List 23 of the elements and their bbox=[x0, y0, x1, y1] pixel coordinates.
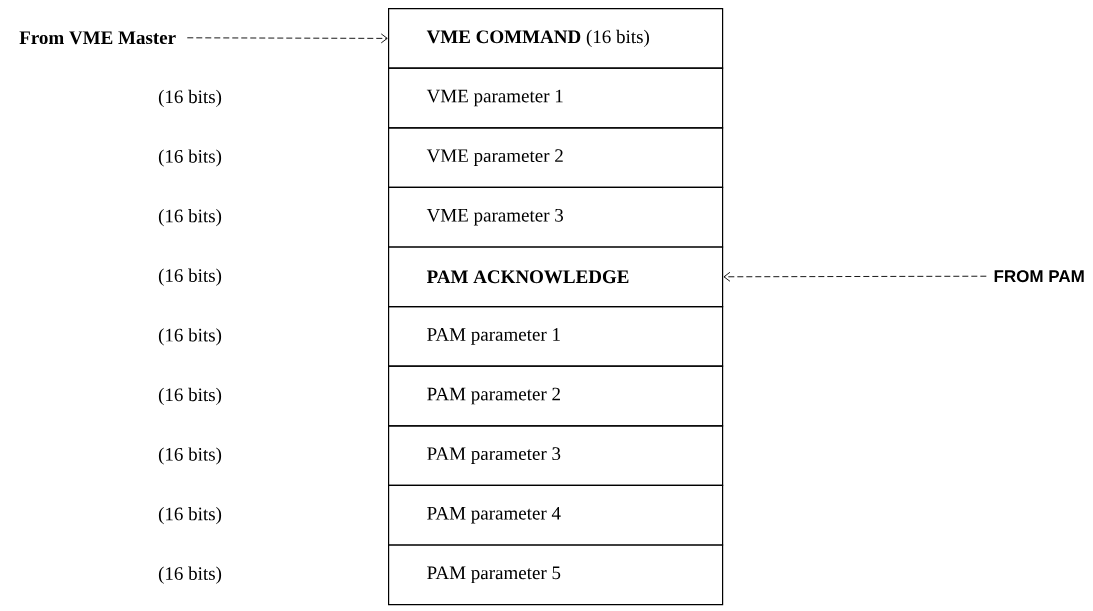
dashed-arrow bbox=[186, 33, 388, 44]
source-label: FROM PAM bbox=[994, 270, 1084, 283]
bit-width-label: (16 bits) bbox=[158, 268, 222, 286]
source-label: From VME Master bbox=[19, 31, 176, 45]
table-row: PAM ACKNOWLEDGE bbox=[388, 246, 724, 308]
bit-width-label: (16 bits) bbox=[158, 387, 222, 405]
bit-width-label: (16 bits) bbox=[158, 566, 222, 584]
table-row: VME parameter 1 bbox=[388, 67, 724, 129]
bit-width-label: (16 bits) bbox=[158, 89, 222, 107]
bit-width-label: (16 bits) bbox=[158, 149, 222, 167]
table-row: VME COMMAND (16 bits) bbox=[388, 8, 724, 69]
dashed-arrow bbox=[723, 271, 987, 282]
table-row: PAM parameter 2 bbox=[388, 365, 724, 427]
table-row: PAM parameter 5 bbox=[388, 544, 724, 606]
table-row: PAM parameter 1 bbox=[388, 306, 724, 367]
table-row: PAM parameter 4 bbox=[388, 484, 724, 546]
bit-width-label: (16 bits) bbox=[158, 447, 222, 465]
bit-width-label: (16 bits) bbox=[158, 209, 222, 227]
table-row: VME parameter 2 bbox=[388, 127, 724, 188]
bit-width-label: (16 bits) bbox=[158, 328, 222, 346]
table-row: PAM parameter 3 bbox=[388, 425, 724, 486]
table-row: VME parameter 3 bbox=[388, 186, 724, 248]
bit-width-label: (16 bits) bbox=[158, 507, 222, 525]
